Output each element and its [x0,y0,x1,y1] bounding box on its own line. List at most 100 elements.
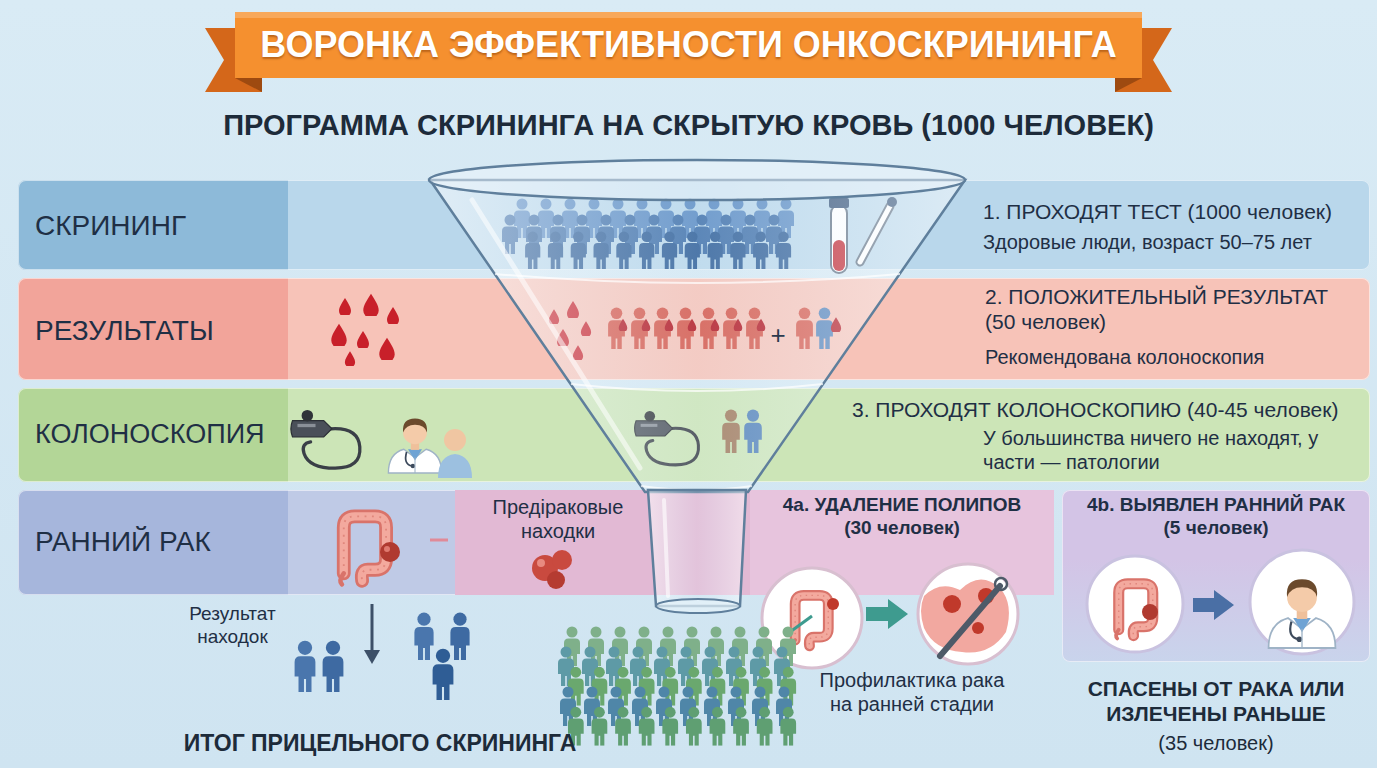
title-ribbon [235,12,1142,18]
step-note: Рекомендована колоноскопия [985,345,1365,369]
title-ribbon [205,12,1172,92]
positive-people [608,308,625,349]
positive-people [654,308,671,349]
outcome-crowd [568,667,796,706]
test-tube-icon [860,206,890,262]
result-people [295,613,470,700]
early-cancer-illustration [1116,584,1153,639]
doctor-patient [388,418,441,473]
test-tube-icon [829,198,849,208]
colon-with-tumor [430,539,448,542]
title-ribbon [235,12,1142,78]
polyp-blob [532,550,572,589]
positive-people [734,319,743,333]
blood-drops [379,338,394,362]
early-cancer-illustration [1142,604,1158,620]
blood-drops [363,294,378,318]
polyp-removal-illustration [995,578,1007,590]
step-note: Здоровые люди, возраст 50–75 лет [983,230,1368,254]
step-note: У большинства ничего не находят, у части… [983,426,1331,474]
early-cancer-illustration [1193,590,1234,620]
polyp-removal-illustration [978,588,994,604]
test-tube-icon [829,197,897,273]
colon-with-tumor [340,516,386,584]
blood-drops [387,307,399,326]
positive-people [816,308,833,349]
finding-label: Предiраковые находки [483,495,633,543]
blood-drops [331,324,346,348]
summary-label: ИТОГ ПРИЦЕЛЬНОГО СКРИНИНГА [150,730,610,758]
colonoscope-icon [635,411,699,465]
positive-people [619,319,628,333]
polyp-blob [552,550,572,570]
test-tube-icon [833,240,845,271]
screening-crowd [502,199,794,270]
stage-band: СКРИНИНГ1. ПРОХОДЯТ ТЕСТ (1000 человек)З… [18,180,1370,270]
step-heading: 1. ПРОХОДЯТ ТЕСТ (1000 человек) [983,199,1368,224]
positive-people [796,308,813,349]
outcome-count: (35 человек) [1062,731,1370,755]
finding-panel: Предiраковые находки [455,490,750,595]
polyp-removal-illustration [762,564,1018,668]
blood-drops [581,321,591,337]
polyp-blob [532,555,558,581]
polyp-removal-illustration [940,586,1000,656]
positive-people [757,319,766,333]
colonoscopy-people [722,410,762,453]
positive-people [746,308,763,349]
outcome-box: 4b. ВЫЯВЛЕН РАННИЙ РАК (5 человек) [1062,490,1370,662]
polyp-removal-illustration [827,598,839,610]
result-people [295,641,316,692]
blood-drops [357,331,369,350]
polyp-removal-illustration [866,599,908,629]
positive-people [831,317,841,333]
polyp-removal-illustration [793,595,829,648]
note: Профилактика рака на ранней стадии [812,668,1012,716]
outcome-crowd [558,627,796,746]
outcome-crowd [560,687,792,727]
doctor-patient [388,418,472,478]
down-arrow [371,604,374,652]
outcome-crowd [568,707,796,746]
positive-people [711,319,720,333]
outcome-crowd [558,647,790,687]
stage-band: РЕЗУЛЬТАТЫ 2. ПОЛОЖИТЕЛЬНЫЙ РЕЗУЛЬТАТ (50… [18,278,1370,380]
blood-drops [345,351,355,367]
polyp-removal-illustration [972,622,984,634]
blood-drops [557,329,569,348]
stage-label: РЕЗУЛЬТАТЫ [35,314,290,348]
result-people [433,649,454,700]
blood-drops [339,298,351,317]
positive-people [677,308,694,349]
positive-people [688,319,697,333]
outcome-crowd [564,627,796,667]
outcome-summary: СПАСЕНЫ ОТ РАКА ИЛИ ИЗЛЕЧЕНЫ РАНЬШЕ [1062,676,1370,726]
polyp-removal-illustration [921,579,1009,652]
funnel [430,180,965,492]
stage-band: РАННИЙ РАКПредiраковые находки4a. УДАЛЕН… [18,490,1054,595]
subtitle: ПРОГРАММА СКРИНИНГА НА СКРЫТУЮ КРОВЬ (10… [0,108,1377,143]
title-ribbon [205,28,262,92]
note: Результат находок [175,603,290,649]
funnel [648,490,746,606]
colon-with-tumor [340,516,448,584]
polyp-removal-illustration [918,564,1018,664]
colonoscopy-people [722,410,740,453]
screening-crowd [514,199,794,239]
early-cancer-illustration [1269,579,1336,648]
screening-crowd [502,215,782,255]
positive-people [700,308,717,349]
step-heading: 3. ПРОХОДЯТ КОЛОНОСКОПИЮ (40-45 человек) [852,397,1367,422]
outcome-heading: 4b. ВЫЯВЛЕН РАННИЙ РАК (5 человек) [1082,494,1350,540]
funnel [656,599,740,613]
title-ribbon [1115,78,1142,92]
positive-people [608,308,841,349]
test-tube-icon [887,197,897,207]
colon-with-tumor [384,546,390,552]
stage-band: КОЛОНОСКОПИЯ3. ПРОХОДЯТ КОЛОНОСКОПИЮ (40… [18,388,1370,482]
step-heading: 2. ПОЛОЖИТЕЛЬНЫЙ РЕЗУЛЬТАТ (50 человек) [985,284,1337,334]
result-people [450,613,469,660]
